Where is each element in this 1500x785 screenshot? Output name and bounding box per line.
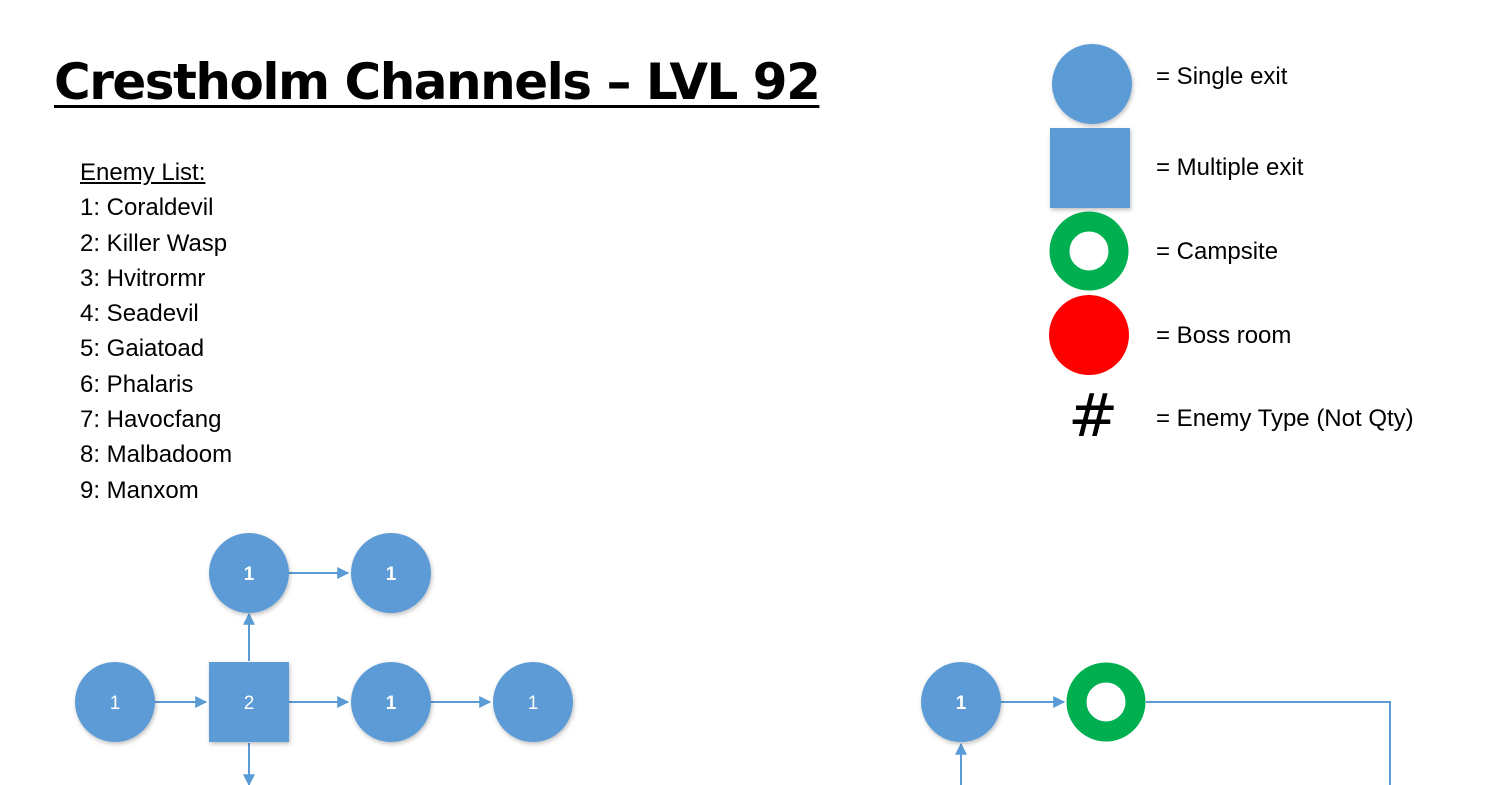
enemy-list-heading: Enemy List: (80, 159, 206, 186)
room-left-start: 1 (75, 662, 155, 742)
legend-single-exit-icon (1052, 44, 1132, 124)
room-enemy-type: 1 (244, 564, 255, 585)
multiple-exit-room (209, 662, 289, 742)
legend-boss-room-icon (1049, 295, 1129, 375)
room-enemy-type: 1 (386, 693, 397, 714)
legend-multiple-exit-icon (1050, 128, 1130, 208)
single-exit-room (75, 662, 155, 742)
page-title: Crestholm Channels – LVL 92 (54, 53, 821, 111)
enemy-list-item: 1: Coraldevil (80, 194, 214, 222)
room-hub: 2 (209, 662, 289, 742)
enemy-list-item: 4: Seadevil (80, 300, 199, 328)
single-exit-room (209, 533, 289, 613)
legend-enemy-type-icon: # (1068, 381, 1119, 451)
legend-campsite-icon (1049, 211, 1129, 291)
map-connectors (155, 567, 1391, 785)
campsite-room (1066, 662, 1146, 742)
room-enemy-type: 1 (386, 564, 397, 585)
enemy-list-item: 7: Havocfang (80, 406, 222, 434)
single-exit-room (921, 662, 1001, 742)
legend-boss-room-label: = Boss room (1156, 322, 1292, 349)
enemy-list-item: 5: Gaiatoad (80, 335, 205, 363)
room-mid-b: 1 (493, 662, 573, 742)
room-enemy-type: 1 (110, 693, 121, 714)
room-enemy-type: 2 (244, 693, 255, 714)
enemy-list-item: 8: Malbadoom (80, 441, 233, 469)
room-top-a: 1 (209, 533, 289, 613)
legend-campsite-label: = Campsite (1156, 238, 1279, 265)
room-top-b: 1 (351, 533, 431, 613)
enemy-list: Enemy List: 1: Coraldevil 2: Killer Wasp… (80, 155, 232, 508)
single-exit-room (351, 662, 431, 742)
single-exit-room (351, 533, 431, 613)
legend-multiple-exit-label: = Multiple exit (1156, 154, 1304, 181)
enemy-list-item: 2: Killer Wasp (80, 229, 228, 257)
room-enemy-type: 1 (956, 693, 967, 714)
room-enemy-type: 1 (528, 693, 539, 714)
enemy-list-item: 6: Phalaris (80, 370, 194, 398)
legend-enemy-type-label: = Enemy Type (Not Qty) (1156, 405, 1414, 432)
legend-single-exit-label: = Single exit (1156, 63, 1288, 90)
room-mid-a: 1 (351, 662, 431, 742)
single-exit-room (493, 662, 573, 742)
connector-line (1146, 701, 1391, 785)
enemy-list-item: 3: Hvitrormr (80, 264, 206, 292)
enemy-list-item: 9: Manxom (80, 476, 199, 504)
enemy-list-items: 1: Coraldevil 2: Killer Wasp 3: Hvitrorm… (80, 190, 232, 508)
room-right: 1 (921, 662, 1001, 742)
